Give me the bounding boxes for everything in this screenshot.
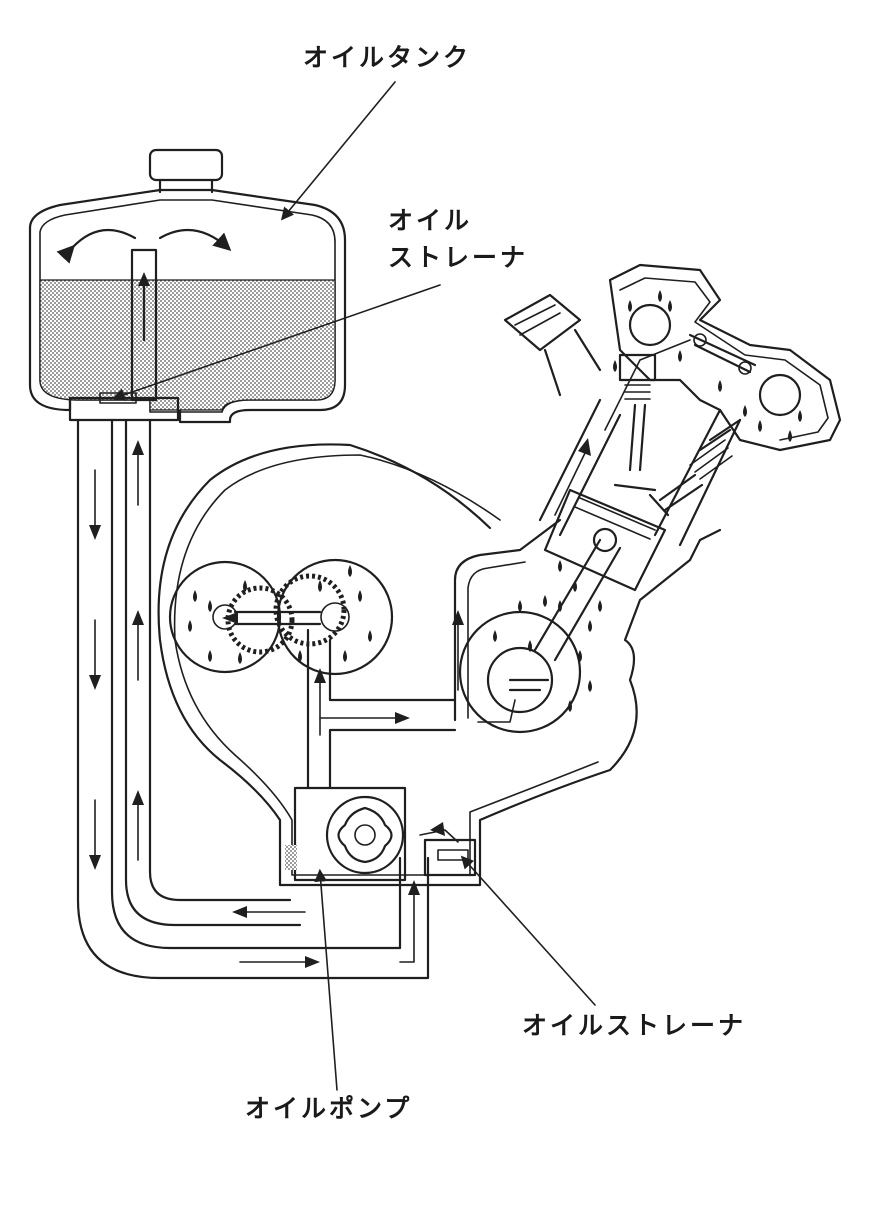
oil-tank <box>28 148 347 424</box>
label-oil-strainer-bottom: オイルストレーナ <box>522 1011 747 1040</box>
tank-cap <box>148 148 224 182</box>
leader-lines <box>111 81 596 1091</box>
tank-oil-level <box>39 279 336 411</box>
label-oil-strainer-top-line1: オイル <box>388 206 473 235</box>
label-oil-pump: オイルポンプ <box>245 1094 413 1123</box>
crank-and-piston <box>458 398 742 734</box>
oil-pump <box>285 786 477 882</box>
transmission-gears <box>168 558 394 676</box>
label-oil-strainer-top-line2: ストレーナ <box>388 243 529 272</box>
oil-pipes <box>76 418 430 980</box>
engine-crankcase <box>157 443 722 887</box>
pressure-passages <box>306 610 516 790</box>
cylinder-head <box>503 263 842 517</box>
label-oil-tank: オイルタンク <box>303 43 472 72</box>
